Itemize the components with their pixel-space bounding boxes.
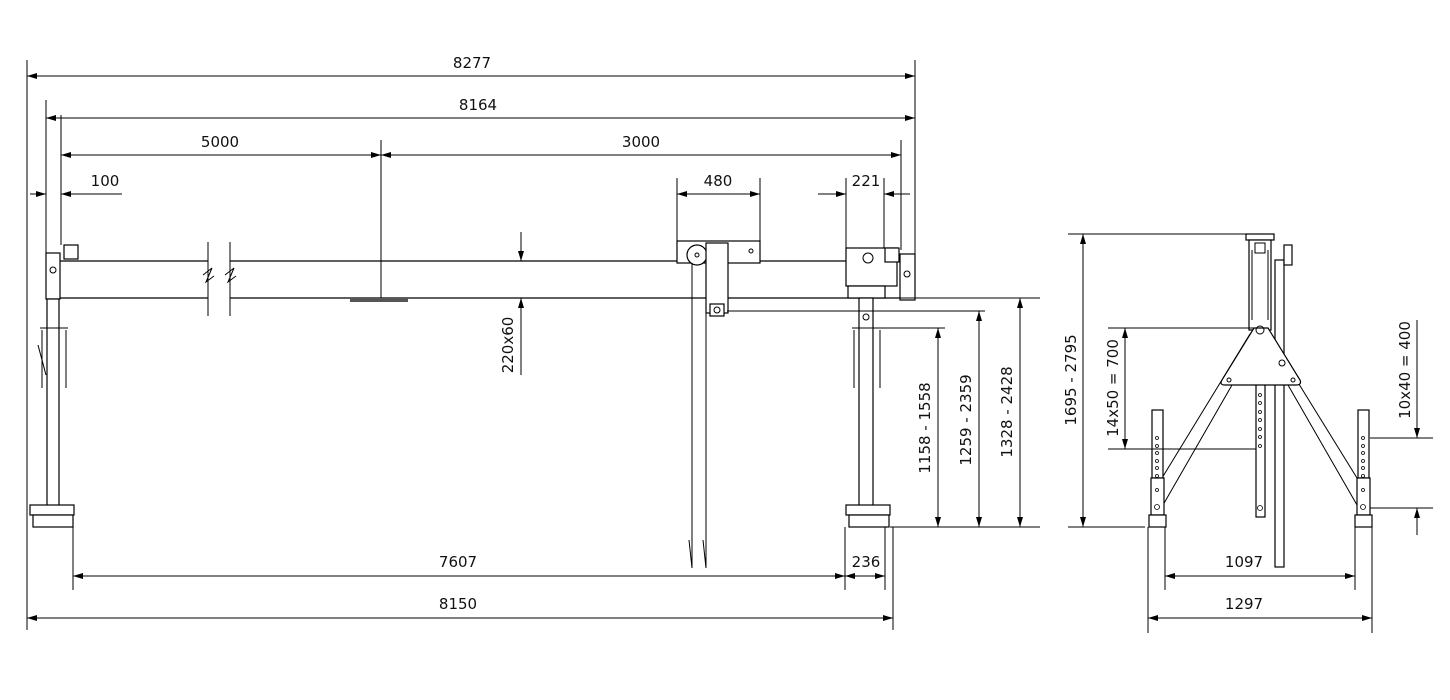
dim-span-right: 3000 [622, 133, 660, 151]
side-view [1148, 233, 1373, 568]
dim-overall-length: 8277 [453, 54, 491, 72]
dim-outer-width: 1297 [1225, 595, 1263, 613]
dim-height-range-1: 1158 - 1558 [916, 382, 934, 473]
right-leg [845, 247, 916, 528]
main-beam [60, 242, 900, 316]
right-post [1354, 409, 1373, 528]
dim-end-offset: 100 [91, 172, 120, 190]
vertical-rail [1274, 259, 1285, 568]
beam-clamp [350, 298, 408, 302]
apex-plate [1220, 327, 1302, 386]
left-leg [29, 244, 79, 528]
dim-foot-offset: 236 [852, 553, 881, 571]
front-view [29, 240, 916, 569]
dim-leg-spacing: 7607 [439, 553, 477, 571]
dim-rail-length: 8164 [459, 96, 497, 114]
dim-total-height-range: 1695 - 2795 [1062, 334, 1080, 425]
dim-inner-width: 1097 [1225, 553, 1263, 571]
trolley [676, 240, 761, 569]
dim-carriage-width: 221 [852, 172, 881, 190]
dim-leg-adjust: 10x40 = 400 [1396, 321, 1414, 419]
dim-height-range-3: 1328 - 2428 [998, 366, 1016, 457]
dim-beam-profile: 220x60 [499, 317, 517, 374]
dim-column-adjust: 14x50 = 700 [1104, 339, 1122, 437]
front-dimension-labels: 8277 8164 5000 3000 100 480 221 220x60 1… [91, 54, 1016, 613]
dim-height-range-2: 1259 - 2359 [957, 374, 975, 465]
left-post [1148, 409, 1167, 528]
dim-trolley-width: 480 [704, 172, 733, 190]
side-dimension-lines [1068, 233, 1433, 633]
side-dimension-labels: 1695 - 2795 14x50 = 700 10x40 = 400 1097… [1062, 321, 1414, 613]
dim-span-left: 5000 [201, 133, 239, 151]
front-dimension-lines [26, 60, 1040, 630]
dim-base-length: 8150 [439, 595, 477, 613]
